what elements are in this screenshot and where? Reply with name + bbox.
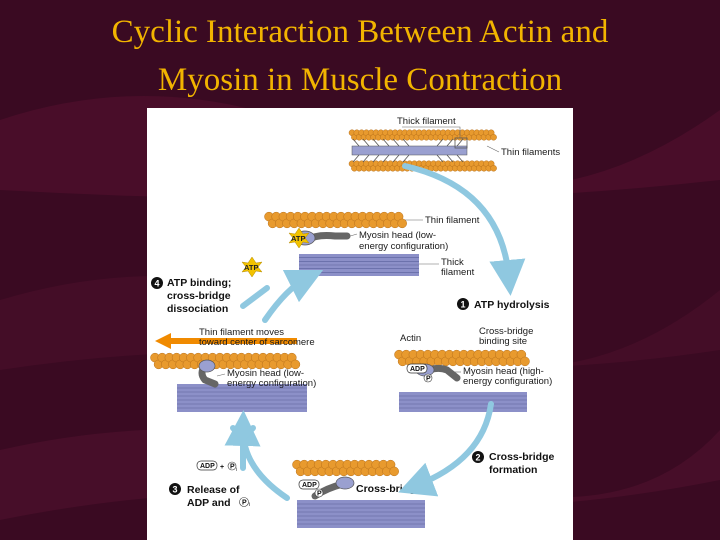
slide-title-line-2: Myosin in Muscle Contraction — [157, 62, 563, 98]
cross-bridge-label: Cross-bridge — [356, 483, 422, 495]
thin-filament-label-top: Thin filament — [425, 215, 480, 226]
step-3-line-2: ADP and — [187, 497, 231, 509]
thin-filament-moves-label-1: Thin filament moves — [199, 327, 284, 338]
svg-text:P: P — [242, 500, 247, 507]
stage-top: ATP Thin filament Myosin head (low- ener… — [264, 211, 480, 278]
stage-right: Actin Cross-bridge binding site ADP P My… — [394, 326, 552, 412]
thick-filament-label: Thick filament — [397, 116, 456, 127]
thin-filament-upper — [348, 129, 497, 141]
svg-text:i: i — [249, 502, 250, 508]
thin-filament-right — [394, 349, 530, 367]
actin-label: Actin — [400, 333, 421, 344]
step-4-line-3: dissociation — [167, 303, 228, 315]
thin-filaments-label: Thin filaments — [501, 147, 560, 158]
thin-filament-bottom — [292, 459, 399, 477]
myosin-head-label-left-2: energy configuration) — [227, 378, 316, 389]
thick-filament-label-top-2: filament — [441, 267, 475, 278]
step-2-line-2: formation — [489, 464, 537, 476]
step-2-line-1: Cross-bridge — [489, 451, 555, 463]
atp-molecule-free: ATP — [244, 263, 258, 272]
svg-text:+: + — [220, 464, 224, 471]
svg-text:P: P — [426, 376, 431, 383]
svg-text:1: 1 — [460, 300, 465, 310]
thick-filament-top — [299, 254, 419, 276]
cycle-arrow-2 — [398, 401, 494, 497]
thick-filament — [351, 137, 468, 163]
adp-tag-right: ADP — [410, 366, 425, 373]
slide-title-line-1: Cyclic Interaction Between Actin and — [111, 14, 609, 50]
thick-filament-left — [177, 384, 307, 412]
step-1-label: ATP hydrolysis — [474, 299, 550, 311]
svg-text:i: i — [236, 467, 237, 473]
thin-filament-top — [264, 211, 407, 229]
myosin-head-label-right-2: energy configuration) — [463, 376, 552, 387]
binding-site-label-2: binding site — [479, 336, 527, 347]
svg-text:3: 3 — [172, 485, 177, 495]
cross-bridge-cycle-diagram: Thick filament Thin filaments ATP Thin f… — [147, 108, 573, 540]
step-2: 2 Cross-bridge formation — [472, 451, 555, 476]
cycle-arrow-3 — [224, 410, 290, 501]
atp-molecule-top: ATP — [288, 227, 310, 249]
svg-text:P: P — [317, 491, 322, 498]
thin-filament-left — [150, 352, 301, 370]
thick-filament-label-top-1: Thick — [441, 257, 464, 268]
step-4-line-1: ATP binding; — [167, 277, 231, 289]
adp-tag-free: ADP — [200, 463, 215, 470]
step-4-line-2: cross-bridge — [167, 290, 231, 302]
cycle-arrow-4 — [262, 269, 324, 323]
stage-bottom: ADP P Cross-bridge — [292, 459, 425, 528]
myosin-head-label-top-1: Myosin head (low- — [359, 230, 436, 241]
adp-tag-bottom: ADP — [302, 482, 317, 489]
thin-filament-moves-label-2: toward center of sarcomere — [199, 337, 315, 348]
binding-site-label-1: Cross-bridge — [479, 326, 533, 337]
svg-text:ATP: ATP — [291, 234, 305, 243]
step-3-line-1: Release of — [187, 484, 240, 496]
thick-filament-bottom — [297, 500, 425, 528]
thick-filament-right — [399, 392, 527, 412]
step-1: 1 ATP hydrolysis — [457, 298, 550, 311]
cycle-arrows — [224, 163, 526, 501]
cycle-arrow-1 — [402, 163, 526, 296]
myosin-head-label-right-1: Myosin head (high- — [463, 366, 544, 377]
stage-left: Thin filament moves toward center of sar… — [150, 327, 316, 412]
myosin-head-label-top-2: energy configuration) — [359, 241, 448, 252]
pi-free: P — [230, 464, 235, 471]
step-3: ADP + P i 3 Release of ADP and P i — [169, 460, 250, 509]
step-4: ATP 4 ATP binding; cross-bridge dissocia… — [151, 256, 263, 315]
svg-text:4: 4 — [154, 279, 159, 289]
sarcomere-overview: Thick filament Thin filaments — [348, 116, 560, 172]
svg-text:2: 2 — [475, 453, 480, 463]
myosin-head-label-left-1: Myosin head (low- — [227, 368, 304, 379]
